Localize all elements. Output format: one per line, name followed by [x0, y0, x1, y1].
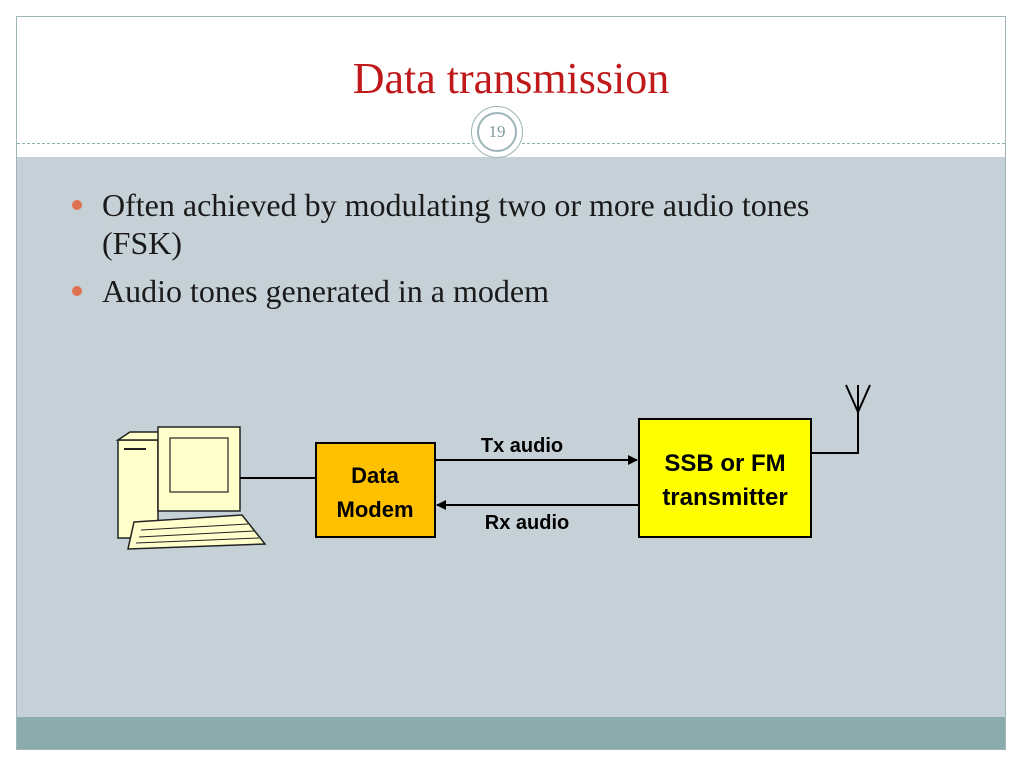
- bullet-text: Audio tones generated in a modem: [102, 273, 549, 309]
- bullet-list: Often achieved by modulating two or more…: [72, 186, 892, 320]
- bullet-item: Audio tones generated in a modem: [72, 272, 892, 310]
- transmitter-block: SSB or FM transmitter: [638, 418, 812, 538]
- antenna-icon: [811, 384, 871, 454]
- modem-label-line1: Data: [351, 463, 399, 488]
- bullet-icon: [72, 200, 82, 210]
- bullet-icon: [72, 286, 82, 296]
- bullet-text: Often achieved by modulating two or more…: [102, 187, 810, 261]
- bullet-item: Often achieved by modulating two or more…: [72, 186, 892, 262]
- modem-label-line2: Modem: [337, 497, 414, 522]
- data-modem-block: Data Modem: [315, 442, 436, 538]
- footer-band: [17, 717, 1005, 749]
- page-number: 19: [477, 112, 517, 152]
- page-number-badge: 19: [471, 106, 523, 158]
- transmitter-label-line1: SSB or FM: [664, 450, 785, 477]
- desktop-computer-icon: [115, 426, 267, 550]
- tx-audio-label: Tx audio: [481, 435, 563, 457]
- slide-title: Data transmission: [352, 54, 670, 103]
- rx-audio-label: Rx audio: [485, 512, 569, 534]
- transmitter-label-line2: transmitter: [662, 484, 787, 511]
